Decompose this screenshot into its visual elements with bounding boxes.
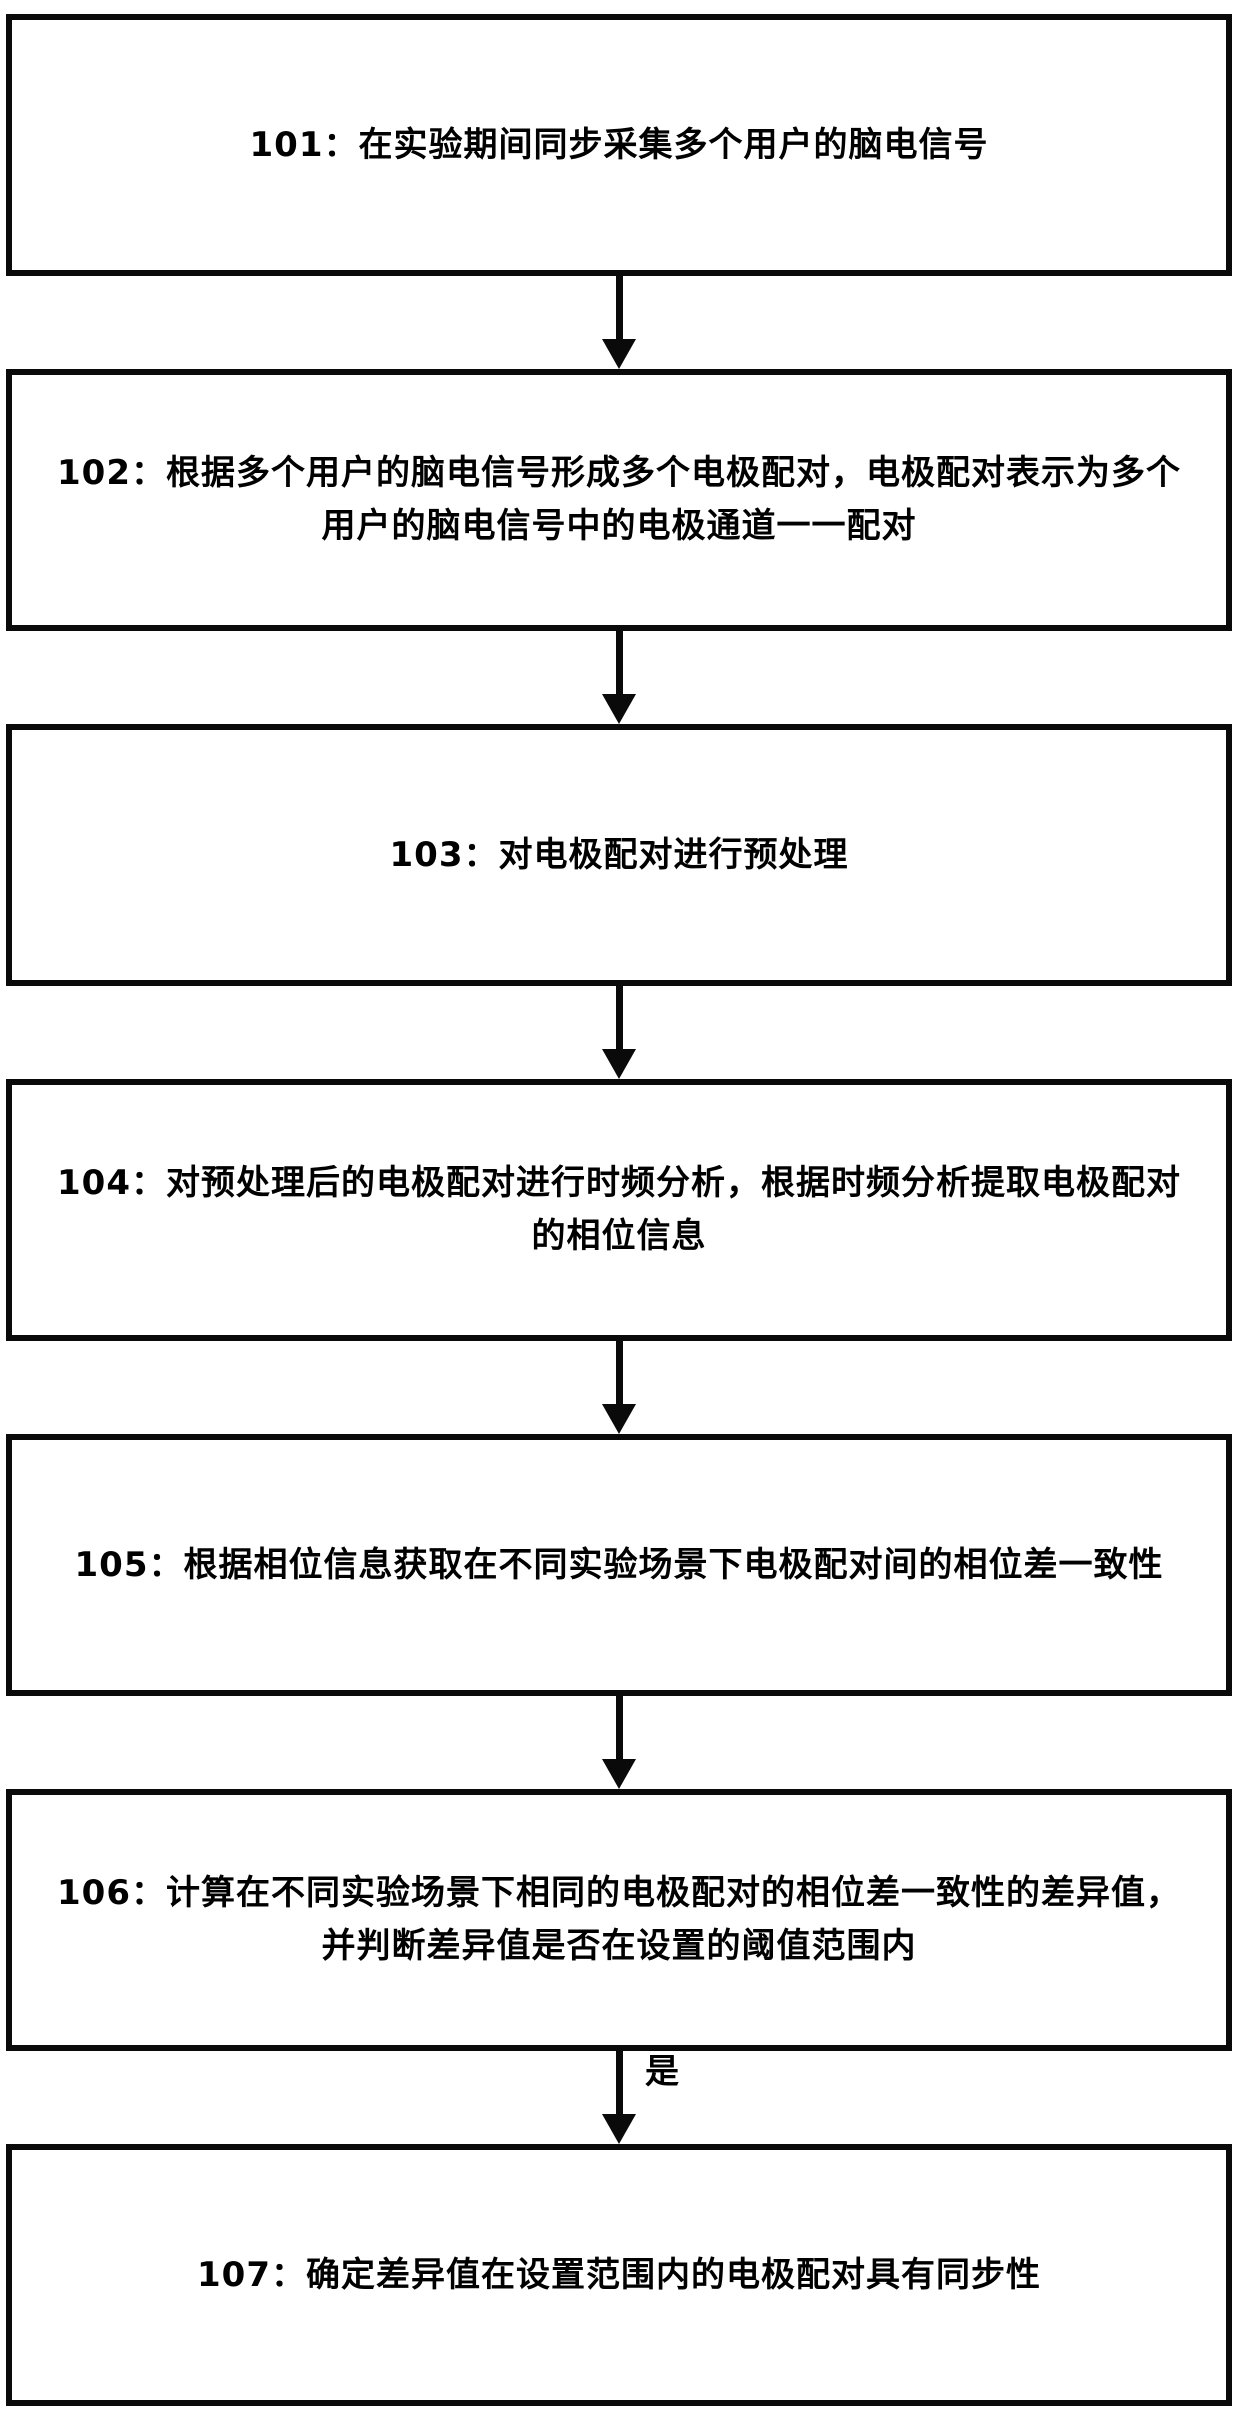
arrow-down-icon xyxy=(602,2114,636,2144)
flow-step-107: 107：确定差异值在设置范围内的电极配对具有同步性 xyxy=(6,2144,1232,2406)
flow-arrow-5 xyxy=(6,1696,1232,1789)
arrow-line xyxy=(615,2051,623,2114)
arrow-down-icon xyxy=(602,694,636,724)
flow-step-102-label: 102：根据多个用户的脑电信号形成多个电极配对，电极配对表示为多个用户的脑电信号… xyxy=(57,453,1181,546)
arrow-line xyxy=(615,276,623,339)
flow-step-104: 104：对预处理后的电极配对进行时频分析，根据时频分析提取电极配对的相位信息 xyxy=(6,1079,1232,1341)
arrow-down-icon xyxy=(602,1049,636,1079)
arrow-down-icon xyxy=(602,339,636,369)
flow-step-104-label: 104：对预处理后的电极配对进行时频分析，根据时频分析提取电极配对的相位信息 xyxy=(57,1163,1181,1256)
flow-arrow-4 xyxy=(6,1341,1232,1434)
flow-step-107-label: 107：确定差异值在设置范围内的电极配对具有同步性 xyxy=(197,2254,1041,2295)
arrow-down-icon xyxy=(602,1404,636,1434)
arrow-line xyxy=(615,986,623,1049)
decision-yes-label: 是 xyxy=(645,2052,679,2092)
arrow-down-icon xyxy=(602,1759,636,1789)
flow-step-102: 102：根据多个用户的脑电信号形成多个电极配对，电极配对表示为多个用户的脑电信号… xyxy=(6,369,1232,631)
flow-arrow-2 xyxy=(6,631,1232,724)
arrow-line xyxy=(615,631,623,694)
flow-step-105-label: 105：根据相位信息获取在不同实验场景下电极配对间的相位差一致性 xyxy=(74,1544,1164,1585)
flow-step-105: 105：根据相位信息获取在不同实验场景下电极配对间的相位差一致性 xyxy=(6,1434,1232,1696)
arrow-line xyxy=(615,1696,623,1759)
flow-step-103: 103：对电极配对进行预处理 xyxy=(6,724,1232,986)
flow-arrow-1 xyxy=(6,276,1232,369)
flow-step-106: 106：计算在不同实验场景下相同的电极配对的相位差一致性的差异值，并判断差异值是… xyxy=(6,1789,1232,2051)
flow-step-101-label: 101：在实验期间同步采集多个用户的脑电信号 xyxy=(249,124,989,165)
flow-step-106-label: 106：计算在不同实验场景下相同的电极配对的相位差一致性的差异值，并判断差异值是… xyxy=(57,1873,1181,1966)
flow-arrow-6: 是 xyxy=(6,2051,1232,2144)
flow-step-103-label: 103：对电极配对进行预处理 xyxy=(389,834,849,875)
arrow-line xyxy=(615,1341,623,1404)
flow-step-101: 101：在实验期间同步采集多个用户的脑电信号 xyxy=(6,14,1232,276)
flow-arrow-3 xyxy=(6,986,1232,1079)
